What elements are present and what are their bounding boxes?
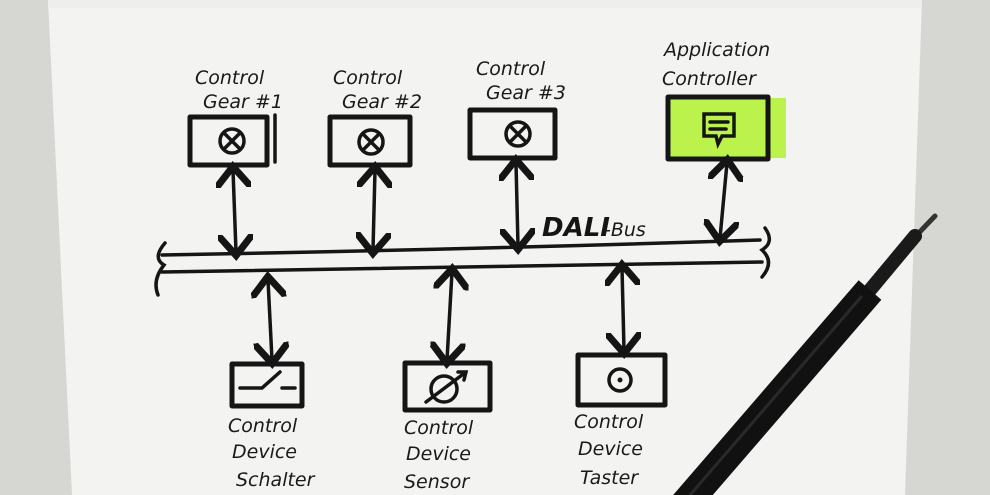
label-line: Control: [476, 58, 546, 80]
label-line: Device: [232, 441, 297, 463]
control-device-schalter: Control Device Schalter: [228, 361, 316, 491]
label-line: Control: [195, 67, 265, 89]
label-line: Device: [406, 443, 471, 465]
application-controller: Application Controller: [662, 39, 786, 162]
label-line: Control: [574, 411, 644, 433]
label-line: Sensor: [404, 471, 470, 493]
label-line: Device: [578, 438, 643, 460]
label-line: Application: [662, 39, 770, 61]
pen: [673, 213, 938, 495]
lamp-icon: [504, 120, 532, 148]
lamp-icon: [218, 127, 246, 155]
label-line: Taster: [580, 467, 639, 489]
control-device-sensor: Control Device Sensor: [402, 360, 493, 493]
label-line: Gear #2: [342, 91, 422, 113]
label-line: Gear #1: [203, 91, 283, 113]
control-device-taster: Control Device Taster: [574, 352, 668, 489]
label-line: Control: [404, 417, 474, 439]
bus-label-main: DALI: [542, 213, 610, 243]
label-line: Gear #3: [486, 82, 566, 104]
switch-icon: [238, 370, 297, 390]
bus-label-suffix: -Bus: [604, 219, 646, 241]
control-gear-2: Control Gear #2: [327, 67, 422, 168]
sensor-icon: [424, 370, 469, 404]
label-line: Control: [228, 415, 298, 437]
button-icon: [607, 367, 633, 393]
label-line: Controller: [662, 68, 757, 90]
document-icon: [702, 112, 736, 150]
label-line: Schalter: [236, 469, 316, 491]
label-line: Control: [333, 67, 403, 89]
lamp-icon: [357, 128, 385, 156]
